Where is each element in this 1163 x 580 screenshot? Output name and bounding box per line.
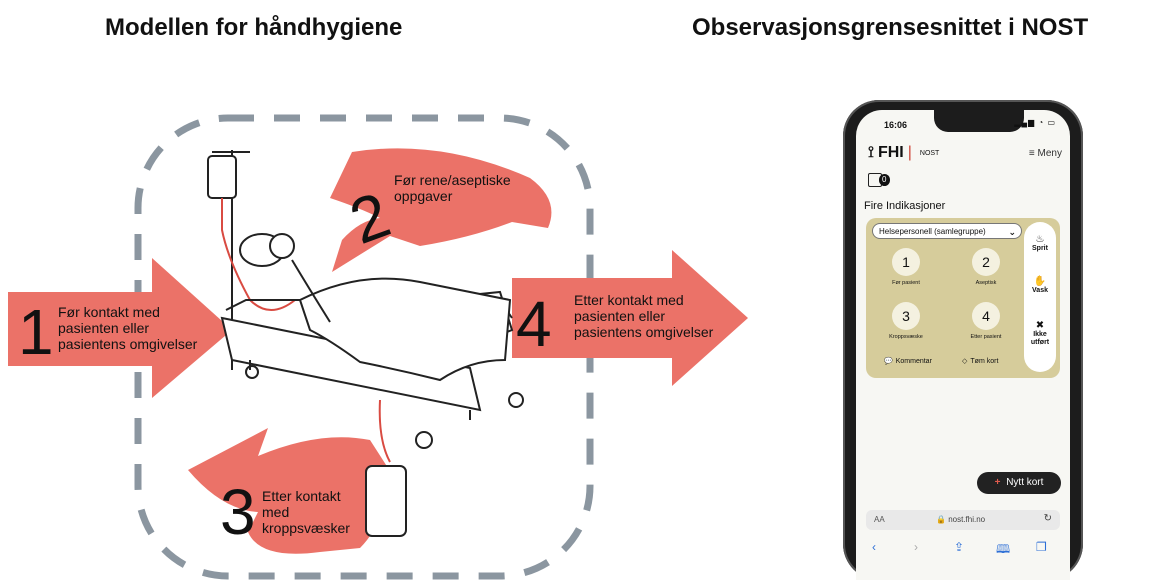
new-card-button[interactable]: + Nytt kort xyxy=(977,472,1061,494)
speech-bubble-icon: 💬 xyxy=(884,358,893,365)
url-text: 🔒 nost.fhi.no xyxy=(936,515,986,524)
fhi-logo-text: FHI xyxy=(877,144,904,161)
moment-4-line: Etter kontakt med xyxy=(574,292,684,308)
eraser-icon: ◇ xyxy=(962,358,968,365)
counter-badge: 0 xyxy=(878,174,890,186)
sprit-button[interactable]: ♨ Sprit xyxy=(1024,234,1056,253)
moment-3-text: Etter kontakt med kroppsvæsker xyxy=(262,488,350,536)
ikke-utfort-label: Ikke utført xyxy=(1030,331,1050,346)
status-icons: ▂▄▆ ◔ ▭ xyxy=(1014,118,1056,127)
tabs-icon[interactable]: ❐ xyxy=(1036,540,1047,554)
book-icon[interactable]: 🕮 xyxy=(996,542,1011,556)
moment-1-text: Før kontakt med pasienten eller pasiente… xyxy=(58,304,197,352)
arrow-moment-1 xyxy=(8,258,232,398)
status-time: 16:06 xyxy=(884,120,908,130)
moment-4-line: pasientens omgivelser xyxy=(574,324,714,340)
ikke-utfort-button[interactable]: ✖ Ikke utført xyxy=(1024,320,1056,347)
observation-card: Helsepersonell (samlegruppe) ⌄ 1 Før pas… xyxy=(866,218,1060,378)
action-sidebar: ♨ Sprit ✋ Vask ✖ Ikke utført xyxy=(1024,222,1056,372)
chevron-down-icon: ⌄ xyxy=(1008,227,1016,237)
url-value: nost.fhi.no xyxy=(948,515,986,524)
indication-2-button[interactable]: 2 xyxy=(972,248,1000,276)
profession-select-value: Helsepersonell (samlegruppe) xyxy=(879,227,986,236)
indication-4-label: Etter pasient xyxy=(970,334,1002,340)
moment-1-line: pasientens omgivelser xyxy=(58,336,198,352)
nost-logo-text: NOST xyxy=(919,149,940,157)
indication-2-label: Aseptisk xyxy=(975,280,997,286)
indication-1-button[interactable]: 1 xyxy=(892,248,920,276)
plus-icon: + xyxy=(994,477,1001,488)
moment-1-line: Før kontakt med xyxy=(58,304,160,320)
vask-label: Vask xyxy=(1032,287,1048,294)
share-icon[interactable]: ⇪ xyxy=(954,540,965,554)
profession-select[interactable]: Helsepersonell (samlegruppe) ⌄ xyxy=(872,223,1022,239)
hand-hygiene-diagram xyxy=(8,114,748,580)
fhi-logo-icon: ⟟ xyxy=(868,144,874,161)
text-size-button[interactable]: AA xyxy=(874,515,885,524)
bed-illustration xyxy=(207,150,524,537)
sanitizer-icon: ♨ xyxy=(1035,234,1045,245)
arrow-moment-4 xyxy=(512,250,748,386)
moment-4-number: 4 xyxy=(516,288,552,360)
right-title: Observasjonsgrensesnittet i NOST xyxy=(692,14,1089,41)
arrow-moment-3 xyxy=(188,428,388,554)
clear-card-label: Tøm kort xyxy=(970,357,999,365)
left-title: Modellen for håndhygiene xyxy=(105,14,403,41)
moment-3-line: kroppsvæsker xyxy=(262,520,350,536)
moment-3-number: 3 xyxy=(220,476,256,548)
new-card-label: Nytt kort xyxy=(1006,477,1044,488)
indication-3-button[interactable]: 3 xyxy=(892,302,920,330)
chevron-right-icon[interactable]: › xyxy=(914,540,918,554)
indication-4-button[interactable]: 4 xyxy=(972,302,1000,330)
arrow-moment-2 xyxy=(330,148,552,272)
moment-3-line: Etter kontakt xyxy=(262,488,341,504)
logo-divider: | xyxy=(907,144,912,161)
sprit-label: Sprit xyxy=(1032,245,1048,252)
moment-2-line: oppgaver xyxy=(394,188,453,204)
menu-button[interactable]: ≡ Meny xyxy=(1028,148,1062,159)
chevron-left-icon[interactable]: ‹ xyxy=(872,540,876,554)
moment-2-line: Før rene/aseptiske xyxy=(394,172,511,188)
comment-button[interactable]: 💬 Kommentar xyxy=(884,357,932,366)
fhi-logo: ⟟ FHI | NOST xyxy=(868,144,939,162)
indication-3-label: Kroppsvæske xyxy=(889,334,923,340)
moment-1-number: 1 xyxy=(18,296,54,368)
clear-card-button[interactable]: ◇ Tøm kort xyxy=(962,357,999,366)
phone-notch xyxy=(934,110,1024,132)
indication-1-label: Før pasient xyxy=(892,280,920,286)
x-circle-icon: ✖ xyxy=(1035,320,1045,331)
moment-2-text: Før rene/aseptiske oppgaver xyxy=(394,172,511,204)
vask-button[interactable]: ✋ Vask xyxy=(1024,276,1056,295)
phone-screen: 16:06 ▂▄▆ ◔ ▭ ⟟ FHI | NOST ≡ Meny 0 Fire… xyxy=(856,110,1070,580)
moment-4-line: pasienten eller xyxy=(574,308,666,324)
card-counter[interactable]: 0 xyxy=(868,172,890,188)
reload-icon[interactable]: ↻ xyxy=(1043,513,1052,524)
moment-1-line: pasienten eller xyxy=(58,320,150,336)
browser-url-bar[interactable]: AA 🔒 nost.fhi.no ↻ xyxy=(866,510,1060,530)
indications-heading: Fire Indikasjoner xyxy=(864,200,946,212)
comment-label: Kommentar xyxy=(895,357,932,365)
moment-4-text: Etter kontakt med pasienten eller pasien… xyxy=(574,292,713,340)
moment-3-line: med xyxy=(262,504,290,520)
hand-wash-icon: ✋ xyxy=(1033,276,1047,287)
